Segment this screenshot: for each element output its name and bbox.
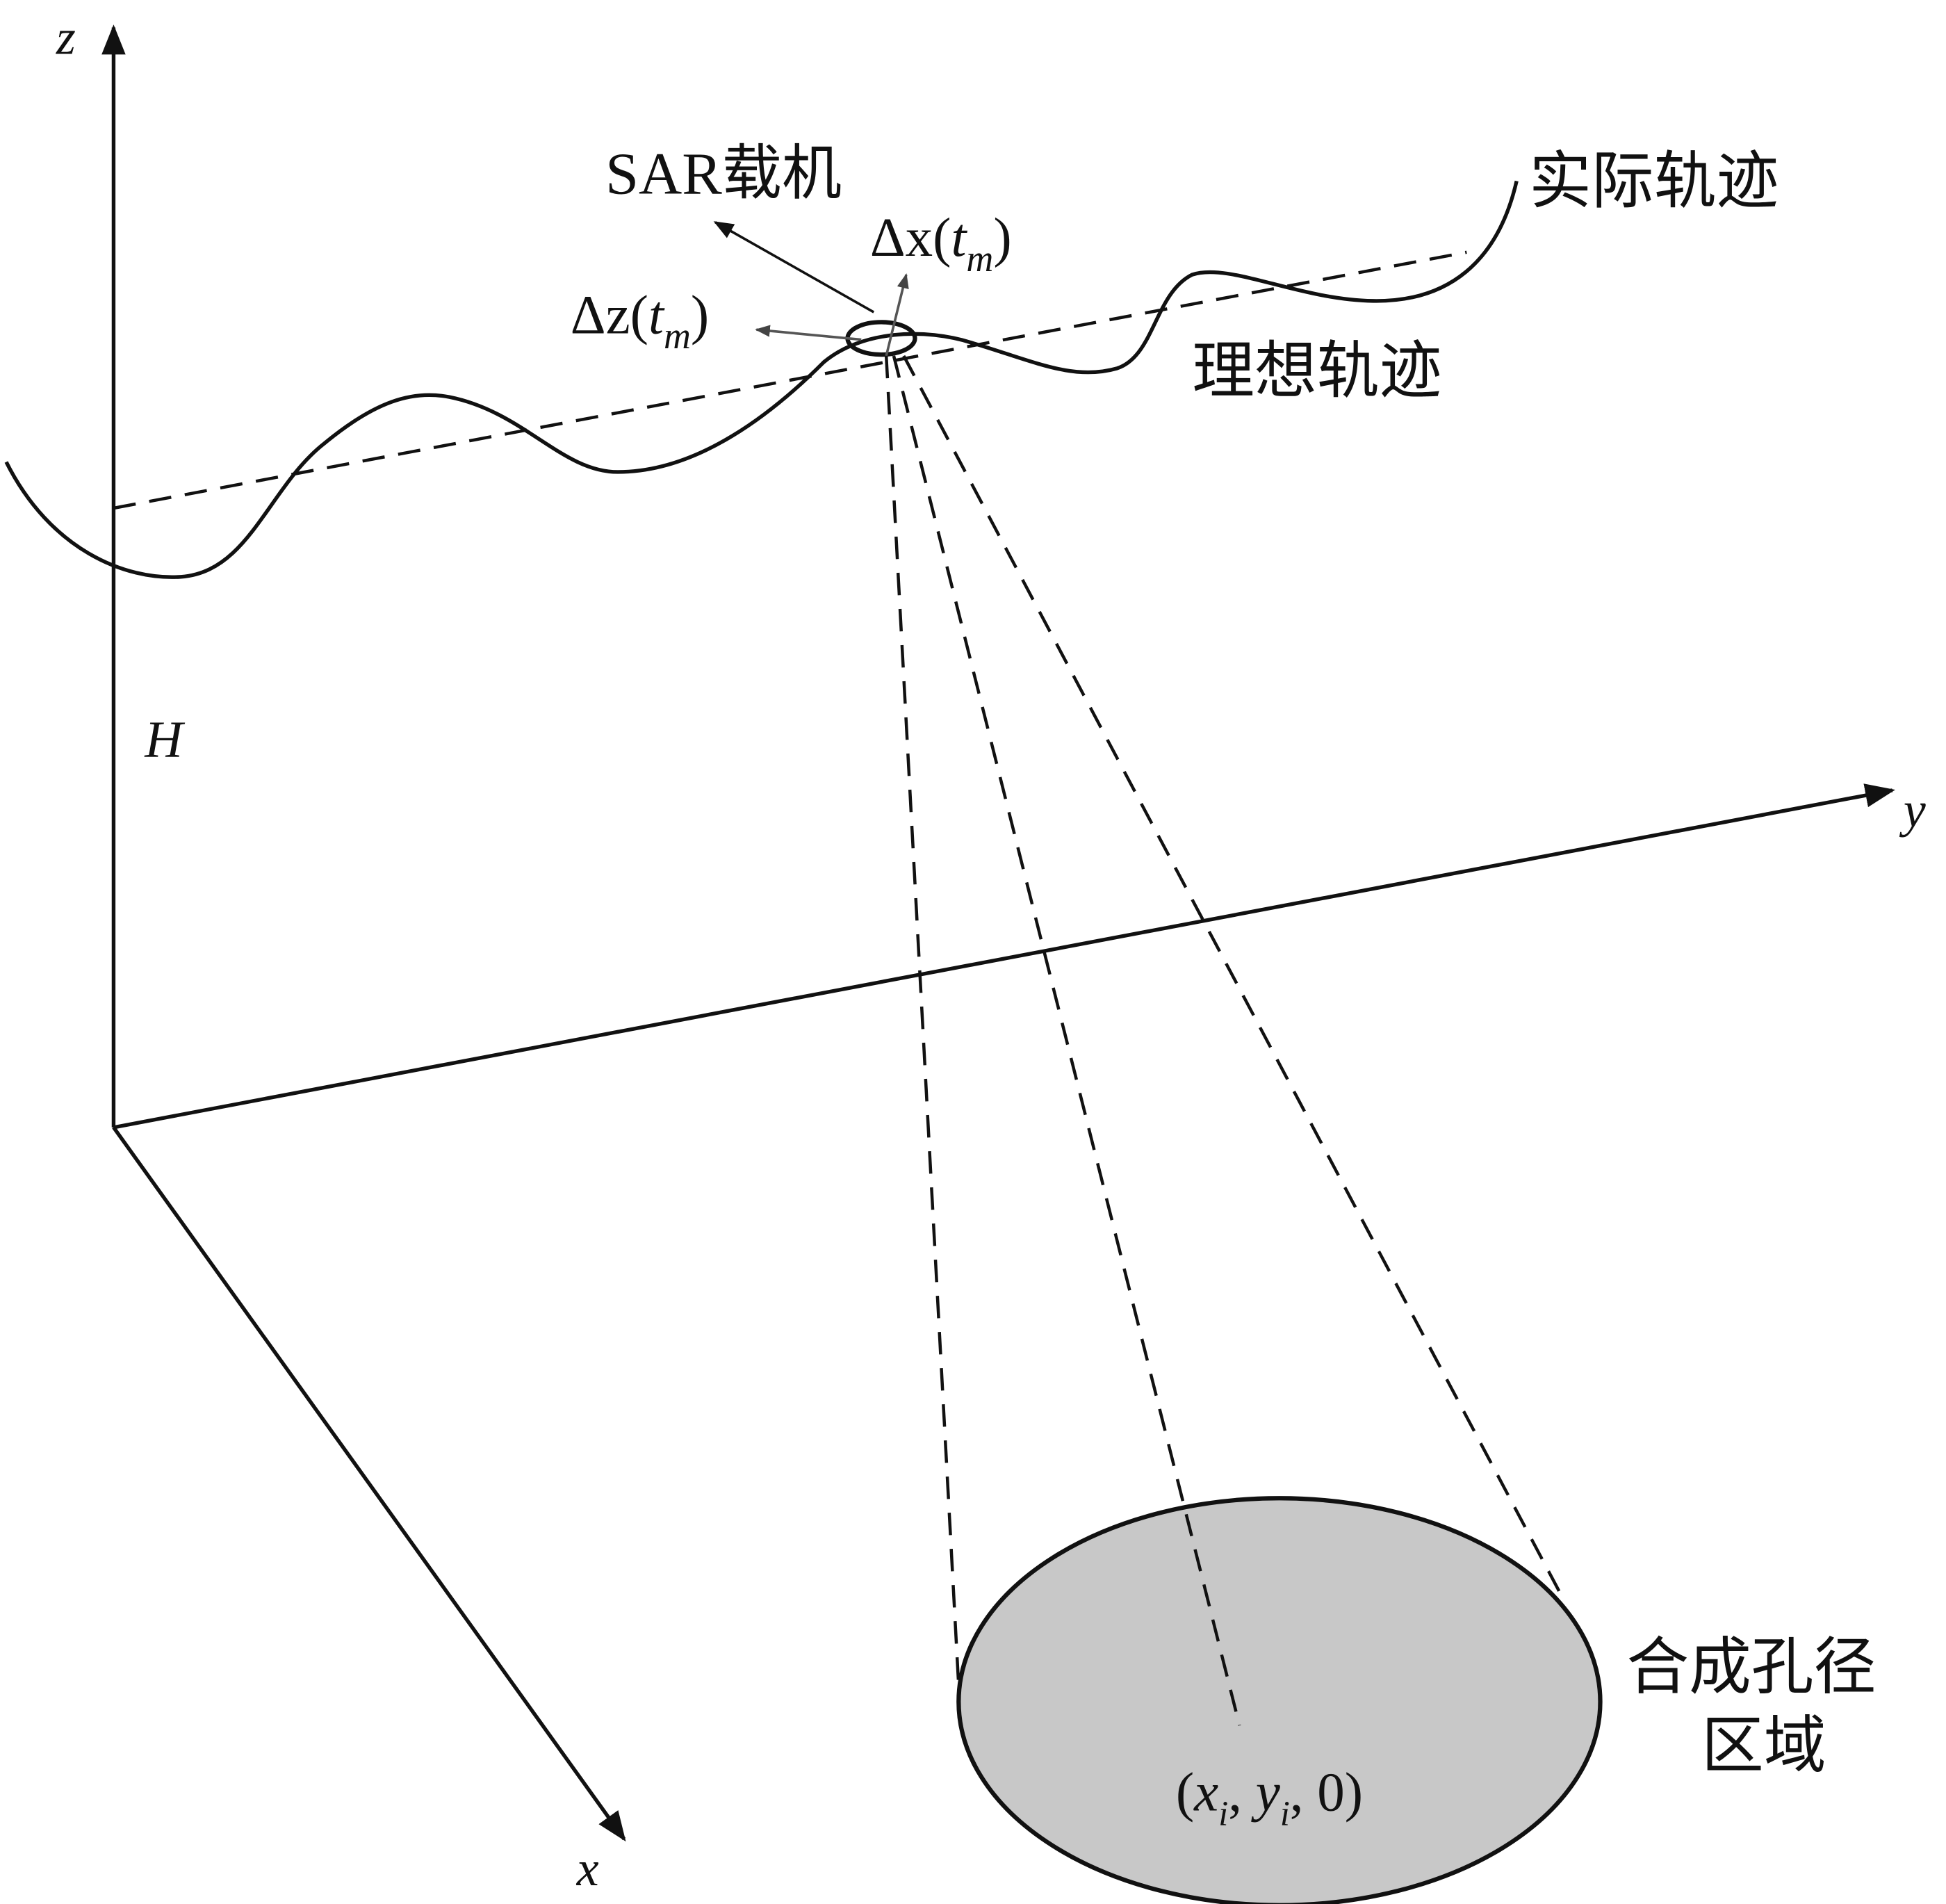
delta-x-close: ) — [993, 208, 1011, 268]
tp-rest: , 0) — [1290, 1762, 1363, 1823]
beam-line-right — [902, 355, 1564, 1599]
delta-z-sub: m — [664, 315, 691, 357]
delta-z-var: t — [648, 286, 665, 346]
aperture-label-line2: 区域 — [1701, 1711, 1826, 1780]
delta-x-symbol: Δx( — [870, 208, 951, 268]
tp-ysub: i — [1280, 1794, 1290, 1833]
aperture-label-line1: 合成孔径 — [1626, 1633, 1876, 1702]
delta-x-sub: m — [966, 238, 993, 279]
z-axis-label: z — [56, 9, 76, 65]
x-axis-label: x — [576, 1841, 599, 1896]
actual-trajectory-curve — [4, 180, 1519, 579]
ideal-trajectory-line — [113, 250, 1467, 510]
target-point-label: (xi, yi, 0) — [1176, 1762, 1363, 1833]
y-axis-label: y — [1899, 782, 1926, 838]
height-label: H — [144, 710, 185, 768]
synthetic-aperture-area — [956, 1496, 1603, 1904]
y-axis — [113, 783, 1896, 1130]
ideal-trajectory-label: 理想轨迹 — [1192, 337, 1441, 406]
delta-z-arrow — [755, 325, 862, 341]
delta-x-label: Δx(tm) — [870, 208, 1012, 279]
aircraft-pointer-arrow — [713, 221, 875, 314]
delta-x-arrow — [885, 273, 909, 357]
tp-open: ( — [1176, 1762, 1194, 1823]
aircraft-label: SAR载机 — [605, 140, 842, 206]
tp-sep: , — [1228, 1762, 1256, 1823]
tp-y: y — [1251, 1762, 1281, 1823]
delta-z-close: ) — [691, 286, 709, 346]
tp-x: x — [1193, 1762, 1218, 1823]
delta-z-label: Δz(tm) — [571, 286, 709, 357]
beam-line-center — [892, 355, 1241, 1726]
delta-z-symbol: Δz( — [571, 286, 648, 346]
tp-xsub: i — [1218, 1794, 1228, 1833]
beam-line-left — [884, 355, 960, 1686]
actual-trajectory-label: 实际轨迹 — [1529, 147, 1779, 216]
delta-x-var: t — [951, 208, 967, 268]
x-axis — [112, 1126, 626, 1842]
